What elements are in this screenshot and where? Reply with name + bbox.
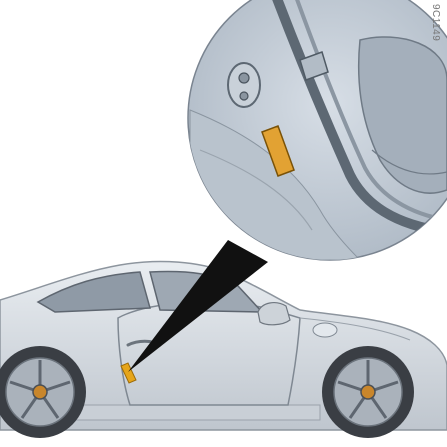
- headlight: [313, 323, 337, 337]
- magnified-callout: [188, 0, 447, 260]
- front-wheel: [322, 346, 414, 438]
- figure-reference-code: 9C1149: [427, 4, 441, 74]
- door-striker-icon: [228, 63, 260, 107]
- side-mirror: [258, 303, 290, 325]
